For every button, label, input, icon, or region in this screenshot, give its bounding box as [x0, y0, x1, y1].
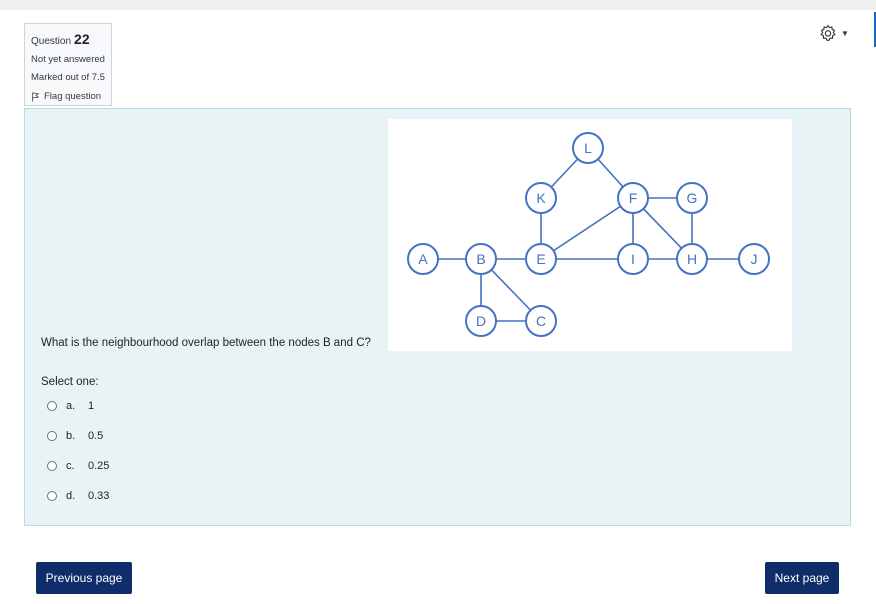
option-letter: b.	[66, 430, 76, 442]
option-value: 1	[88, 400, 95, 412]
graph-node-label: G	[687, 190, 698, 206]
radio-option-d[interactable]	[47, 491, 57, 501]
previous-page-button[interactable]: Previous page	[36, 562, 132, 594]
graph-edge-f-e	[540, 197, 634, 260]
question-text: What is the neighbourhood overlap betwee…	[41, 337, 371, 349]
option-b[interactable]: b. 0.5	[47, 430, 103, 442]
flag-icon	[32, 91, 39, 101]
graph-node-k: K	[525, 182, 557, 214]
settings-menu[interactable]: ▼	[818, 22, 850, 44]
graph-node-h: H	[676, 243, 708, 275]
option-value: 0.33	[88, 490, 110, 502]
option-value: 0.5	[88, 430, 104, 442]
option-d[interactable]: d. 0.33	[47, 490, 109, 502]
question-info-panel: Question 22 Not yet answered Marked out …	[24, 23, 112, 106]
graph-node-f: F	[617, 182, 649, 214]
option-letter: d.	[66, 490, 76, 502]
graph-node-label: A	[418, 251, 428, 267]
graph-node-l: L	[572, 132, 604, 164]
question-marks: Marked out of 7.5	[31, 72, 105, 83]
graph-node-label: E	[536, 251, 545, 267]
graph-node-label: L	[584, 140, 592, 156]
option-letter: a.	[66, 400, 76, 412]
graph-node-e: E	[525, 243, 557, 275]
chevron-down-icon: ▼	[841, 28, 849, 38]
graph-node-label: I	[631, 251, 635, 267]
graph-diagram: L K F G A B E I H J D C	[407, 132, 770, 337]
question-label: Question	[31, 36, 72, 47]
question-number: Question 22	[31, 31, 111, 47]
select-prompt: Select one:	[41, 376, 99, 388]
next-page-button[interactable]: Next page	[765, 562, 839, 594]
option-a[interactable]: a. 1	[47, 400, 94, 412]
option-value: 0.25	[88, 460, 110, 472]
graph-node-a: A	[407, 243, 439, 275]
graph-node-label: H	[687, 251, 697, 267]
graph-node-label: D	[476, 313, 486, 329]
option-c[interactable]: c. 0.25	[47, 460, 109, 472]
graph-node-label: B	[476, 251, 485, 267]
radio-option-b[interactable]	[47, 431, 57, 441]
question-number-value: 22	[74, 31, 90, 47]
graph-node-label: C	[536, 313, 546, 329]
graph-node-label: F	[629, 190, 638, 206]
option-letter: c.	[66, 460, 75, 472]
top-strip	[0, 0, 876, 10]
graph-node-j: J	[738, 243, 770, 275]
answer-status: Not yet answered	[31, 54, 105, 65]
graph-node-b: B	[465, 243, 497, 275]
radio-option-c[interactable]	[47, 461, 57, 471]
gear-icon	[820, 24, 836, 41]
graph-node-d: D	[465, 305, 497, 337]
graph-node-i: I	[617, 243, 649, 275]
radio-option-a[interactable]	[47, 401, 57, 411]
graph-node-label: K	[536, 190, 546, 206]
graph-node-label: J	[751, 251, 758, 267]
page-edge-accent	[874, 12, 876, 47]
flag-question-button[interactable]: Flag question	[31, 91, 111, 102]
graph-node-c: C	[525, 305, 557, 337]
graph-node-g: G	[676, 182, 708, 214]
question-graph-image: L K F G A B E I H J D C	[388, 119, 792, 351]
flag-question-label: Flag question	[44, 91, 102, 102]
